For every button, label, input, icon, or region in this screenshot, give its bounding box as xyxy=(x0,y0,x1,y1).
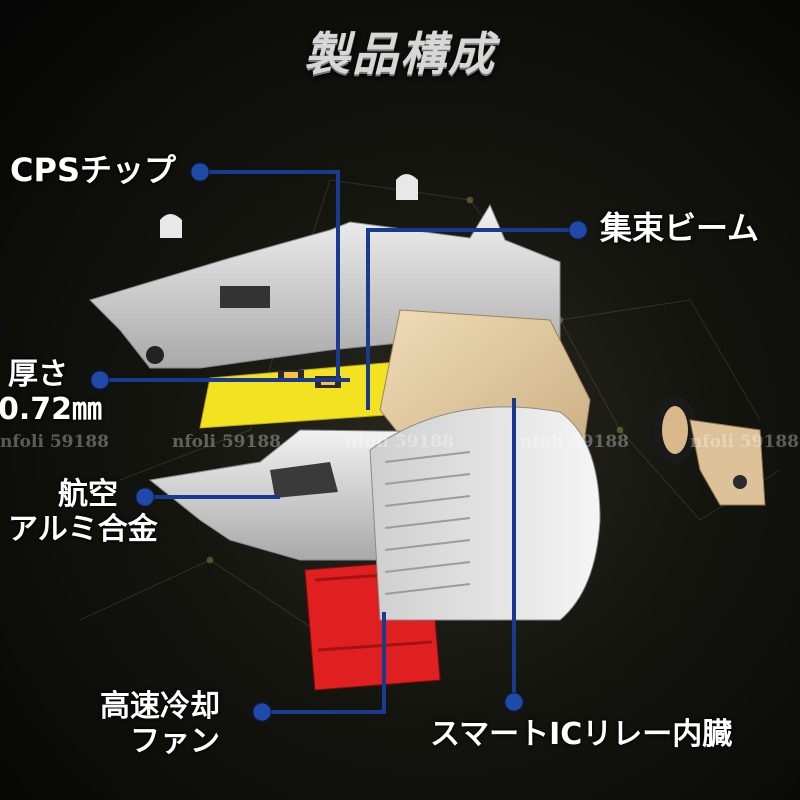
label-thickness: 厚さ 0.72㎜ xyxy=(0,357,102,427)
heatsink xyxy=(369,406,601,621)
pointer-dots xyxy=(90,162,588,722)
label-ic-relay: スマートICリレー内臓 xyxy=(430,717,733,752)
watermark: nfoli 59188 xyxy=(690,432,799,452)
pointer-dot xyxy=(135,487,155,507)
watermark: nfoli 59188 xyxy=(520,432,629,452)
pointer-dot xyxy=(90,370,110,390)
label-fan: 高速冷却 ファン xyxy=(100,689,220,759)
pointer-dot xyxy=(568,220,588,240)
label-cps-chip: CPSチップ xyxy=(10,151,176,189)
background-network xyxy=(79,179,781,641)
pointer-dot xyxy=(190,162,210,182)
label-aluminum-line2: アルミ合金 xyxy=(8,511,158,547)
label-fan-line2: ファン xyxy=(130,723,220,759)
label-focus-beam: 集束ビーム xyxy=(600,209,760,247)
label-thickness-line1: 厚さ xyxy=(8,357,68,392)
housing-slot xyxy=(220,286,270,308)
page-title: 製品構成 xyxy=(304,27,496,81)
watermark: nfoli 59188 xyxy=(172,432,281,452)
label-aluminum-line1: 航空 xyxy=(58,477,118,512)
watermark: nfoli 59188 xyxy=(345,432,454,452)
pointer-dot xyxy=(252,702,272,722)
small-clip-part xyxy=(396,174,418,200)
small-clip-part xyxy=(160,214,182,238)
pointer-focus-beam xyxy=(366,228,578,410)
led-chip-emitter xyxy=(284,372,298,379)
label-fan-line1: 高速冷却 xyxy=(100,689,220,724)
housing-slot xyxy=(270,462,338,498)
pointer-lines xyxy=(100,170,578,714)
housing-hole xyxy=(146,346,164,364)
plug-connector xyxy=(653,396,766,506)
pointer-fan xyxy=(262,612,386,714)
label-thickness-line2: 0.72㎜ xyxy=(0,391,103,427)
pointer-cps-chip xyxy=(200,170,340,382)
watermark: nfoli 59188 xyxy=(0,432,109,452)
label-aluminum: 航空 アルミ合金 xyxy=(8,477,158,547)
pointer-dot xyxy=(504,692,524,712)
